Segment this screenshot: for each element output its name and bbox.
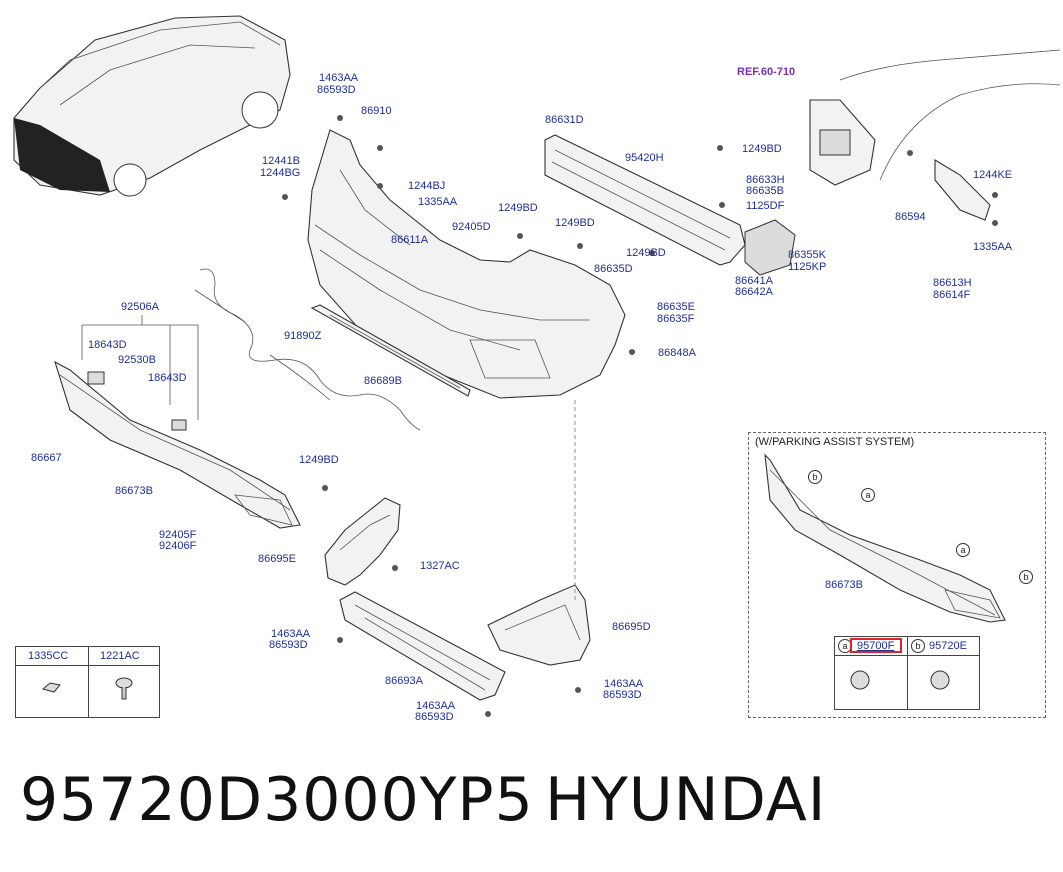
part-label-86355k[interactable]: 86355K (788, 249, 826, 261)
part-label-1249bd[interactable]: 1249BD (498, 202, 538, 214)
part-label-1249bd-c[interactable]: 1249BD (555, 217, 595, 229)
part-label-12441b[interactable]: 12441B (262, 155, 300, 167)
exploded-parts-diagram (13, 15, 1061, 717)
hardware-legend: 1335CC 1221AC (15, 646, 160, 718)
side-bracket-right (487, 584, 591, 666)
part-label-86642a[interactable]: 86642A (735, 286, 773, 298)
selected-part-highlight (850, 638, 902, 653)
part-label-86631d[interactable]: 86631D (545, 114, 584, 126)
part-label-1335aa[interactable]: 1335AA (418, 196, 458, 208)
part-label-86667[interactable]: 86667 (31, 452, 62, 464)
part-label-92406f[interactable]: 92406F (159, 540, 197, 552)
part-label-1463aa[interactable]: 1463AA (319, 72, 359, 84)
part-label-1249bd-d[interactable]: 1249BD (626, 247, 666, 259)
parking-part-label-86673b[interactable]: 86673B (825, 579, 863, 591)
sensor-callout-a: a (838, 639, 852, 653)
part-label-95420h[interactable]: 95420H (625, 152, 664, 164)
footer-brand: HYUNDAI (545, 765, 827, 835)
part-label-86695d[interactable]: 86695D (612, 621, 651, 633)
sensor-table: a 95700F b 95720E (834, 636, 980, 710)
parking-assist-bumper (764, 453, 1006, 690)
reference-label[interactable]: REF.60-710 (737, 66, 796, 78)
part-label-91890z[interactable]: 91890Z (284, 330, 322, 342)
part-label-1244ke[interactable]: 1244KE (973, 169, 1013, 181)
clip-icon (41, 682, 61, 693)
undercover-panel (339, 591, 506, 701)
callout-b-top: b (808, 470, 822, 484)
sensor-code-95700f[interactable]: 95700F (857, 640, 895, 652)
part-label-1463aa-b[interactable]: 1463AA (271, 628, 311, 640)
part-label-1249bd-b[interactable]: 1249BD (742, 143, 782, 155)
part-label-86635b[interactable]: 86635B (746, 185, 784, 197)
part-label-86593d-c[interactable]: 86593D (603, 689, 642, 701)
fender-detail (809, 49, 1061, 221)
legend-1221ac[interactable]: 1221AC (100, 650, 140, 662)
sensor-code-95720e[interactable]: 95720E (929, 640, 967, 652)
fasteners (282, 115, 998, 717)
part-label-86593d[interactable]: 86593D (317, 84, 356, 96)
part-label-1463aa-c[interactable]: 1463AA (604, 678, 644, 690)
part-label-92506a[interactable]: 92506A (121, 301, 159, 313)
part-label-86693a[interactable]: 86693A (385, 675, 423, 687)
footer-part-number: 95720D3000YP5 (20, 765, 534, 835)
lower-diffuser (54, 360, 301, 529)
part-label-86689b[interactable]: 86689B (364, 375, 402, 387)
callout-b-right: b (1019, 570, 1033, 584)
part-label-18643d-b[interactable]: 18643D (148, 372, 187, 384)
side-bracket-left (324, 497, 401, 586)
legend-1335cc[interactable]: 1335CC (28, 650, 69, 662)
part-label-86614f[interactable]: 86614F (933, 289, 971, 301)
part-label-86633h[interactable]: 86633H (746, 174, 785, 186)
part-label-86613h[interactable]: 86613H (933, 277, 972, 289)
parking-assist-inset (748, 432, 1046, 718)
part-label-86673b[interactable]: 86673B (115, 485, 153, 497)
part-label-1125kp[interactable]: 1125KP (788, 261, 827, 273)
part-label-86641a[interactable]: 86641A (735, 275, 773, 287)
part-label-86635d[interactable]: 86635D (594, 263, 633, 275)
part-label-86593d-b[interactable]: 86593D (269, 639, 308, 651)
part-label-1244bg[interactable]: 1244BG (260, 167, 301, 179)
screw-icon (115, 677, 133, 700)
car-thumbnail (13, 15, 291, 197)
part-label-86848a[interactable]: 86848A (658, 347, 696, 359)
parking-assist-title: (W/PARKING ASSIST SYSTEM) (755, 436, 915, 448)
sensor-callout-b: b (911, 639, 925, 653)
part-label-86695e[interactable]: 86695E (258, 553, 296, 565)
callout-a-right: a (956, 543, 970, 557)
part-label-1249bd-e[interactable]: 1249BD (299, 454, 339, 466)
part-label-1125df[interactable]: 1125DF (746, 200, 785, 212)
part-label-86611a[interactable]: 86611A (391, 234, 429, 246)
trim-strip (310, 304, 471, 397)
part-label-1327ac[interactable]: 1327AC (420, 560, 460, 572)
bumper-beam (544, 134, 796, 276)
part-label-1244bj[interactable]: 1244BJ (408, 180, 446, 192)
part-label-92530b[interactable]: 92530B (118, 354, 156, 366)
part-label-86635f[interactable]: 86635F (657, 313, 695, 325)
part-label-86635e[interactable]: 86635E (657, 301, 695, 313)
part-label-18643d[interactable]: 18643D (88, 339, 127, 351)
part-label-92405f[interactable]: 92405F (159, 529, 197, 541)
part-label-92405d[interactable]: 92405D (452, 221, 491, 233)
part-label-86910[interactable]: 86910 (361, 105, 392, 117)
part-label-1335aa-right[interactable]: 1335AA (973, 241, 1013, 253)
wiring-harness (194, 268, 421, 431)
part-label-86593d-d[interactable]: 86593D (415, 711, 454, 723)
part-label-86594[interactable]: 86594 (895, 211, 926, 223)
part-label-1463aa-d[interactable]: 1463AA (416, 700, 456, 712)
sensor-bracket-group (81, 315, 199, 431)
callout-a-top: a (861, 488, 875, 502)
